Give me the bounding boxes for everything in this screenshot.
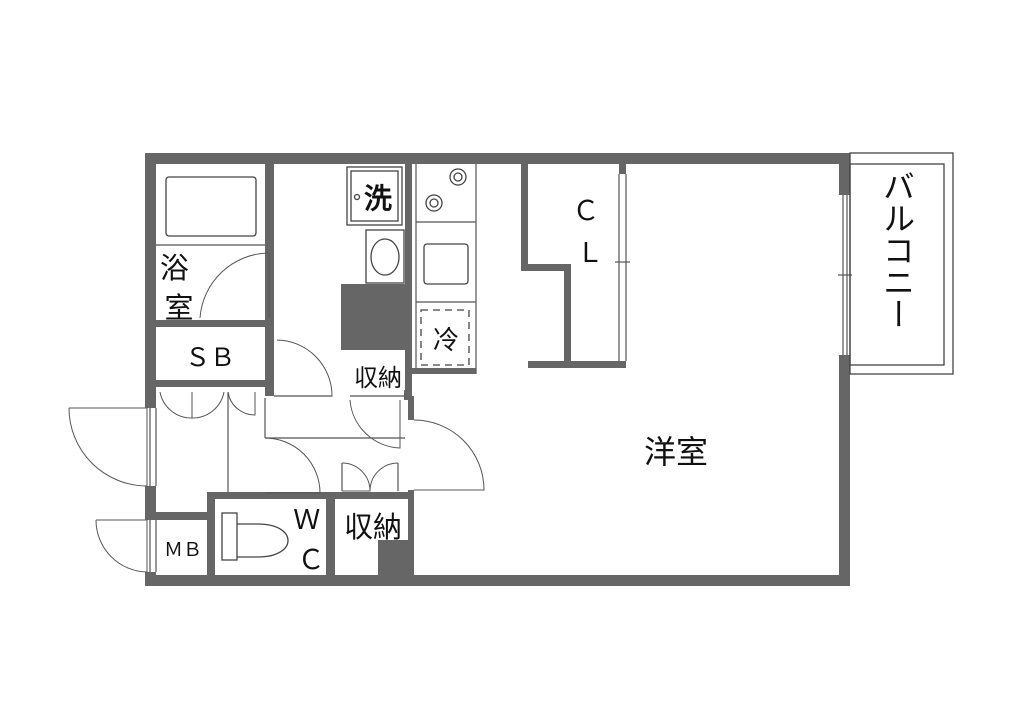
label-balcony: バルコニー [878, 170, 916, 330]
washer-space [346, 166, 403, 226]
label-closet-line2: Ｌ [577, 238, 604, 269]
fridge-space [420, 309, 470, 366]
kitchen-sink [423, 243, 469, 285]
label-washer: 洗 [364, 182, 392, 215]
label-fridge: 冷 [433, 326, 459, 356]
room-door-swing [413, 419, 485, 491]
label-storage-upper: 収納 [354, 364, 402, 392]
label-bath-line2: 室 [164, 291, 193, 325]
label-storage-lower: 収納 [344, 510, 402, 544]
entrance-door-swing [68, 407, 148, 487]
label-closet: Ｃ Ｌ [572, 196, 608, 269]
exterior-walls [145, 153, 850, 586]
label-western-room: 洋室 [644, 433, 708, 471]
label-bath-line1: 浴 [160, 251, 189, 285]
label-closet-line1: Ｃ [572, 196, 599, 227]
stove-burner [425, 194, 443, 212]
label-wc-line2: Ｃ [298, 545, 325, 576]
toilet-bowl [237, 523, 289, 558]
toilet-tank [221, 512, 238, 561]
balcony-inner [849, 163, 945, 366]
label-wc: Ｗ Ｃ [293, 505, 329, 576]
stove-burner [449, 168, 467, 186]
bathtub [165, 176, 257, 237]
bath-door-swing [199, 252, 270, 319]
label-bath: 浴 室 [160, 251, 198, 325]
door-swings [68, 252, 485, 573]
label-sb: ＳＢ [185, 343, 235, 372]
partition-lines [149, 164, 852, 572]
storage-door-swing [349, 399, 401, 449]
label-mb: ＭＢ [164, 539, 202, 561]
room-labels: 浴 室 ＳＢ 洗 冷 Ｃ Ｌ 収納 洋室 収納 Ｗ Ｃ ＭＢ バルコニー [160, 170, 916, 576]
wash-basin [365, 229, 405, 284]
mb-door-swing [95, 519, 148, 573]
utility-door-swing [276, 339, 333, 397]
label-wc-line1: Ｗ [293, 505, 320, 536]
fixtures [165, 166, 470, 561]
